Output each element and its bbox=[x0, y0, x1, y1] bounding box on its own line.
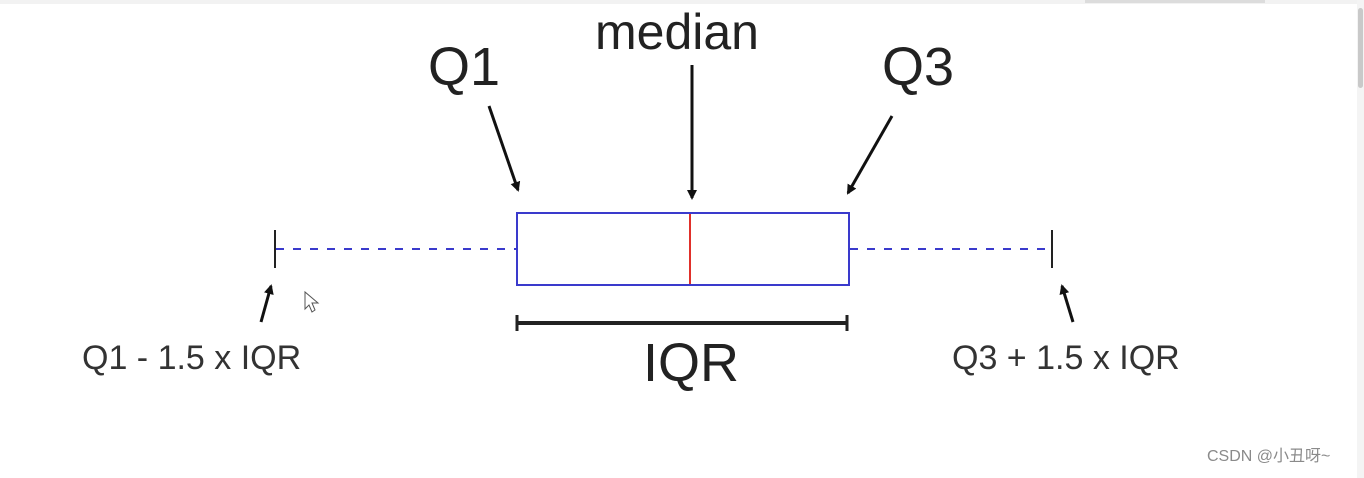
vertical-scrollbar[interactable] bbox=[1357, 0, 1364, 478]
top-toolbar-strip bbox=[0, 0, 1364, 4]
q1-label: Q1 bbox=[428, 37, 501, 97]
watermark-text: CSDN @小丑呀~ bbox=[1207, 448, 1331, 465]
upper-whisker-label: Q3 + 1.5 x IQR bbox=[952, 339, 1180, 377]
upper-whisker-arrow bbox=[1059, 284, 1075, 323]
scrollbar-thumb[interactable] bbox=[1358, 8, 1363, 88]
mouse-pointer-icon bbox=[304, 290, 320, 313]
q3-label: Q3 bbox=[882, 37, 955, 97]
lower-whisker-label: Q1 - 1.5 x IQR bbox=[82, 339, 302, 377]
top-tab-strip bbox=[1085, 0, 1265, 3]
median-label: median bbox=[595, 4, 759, 60]
lower-whisker-arrow bbox=[259, 284, 274, 323]
iqr-label: IQR bbox=[643, 333, 740, 393]
q1-arrow bbox=[487, 105, 521, 192]
iqr-box bbox=[516, 212, 850, 286]
q3-arrow bbox=[846, 115, 894, 195]
